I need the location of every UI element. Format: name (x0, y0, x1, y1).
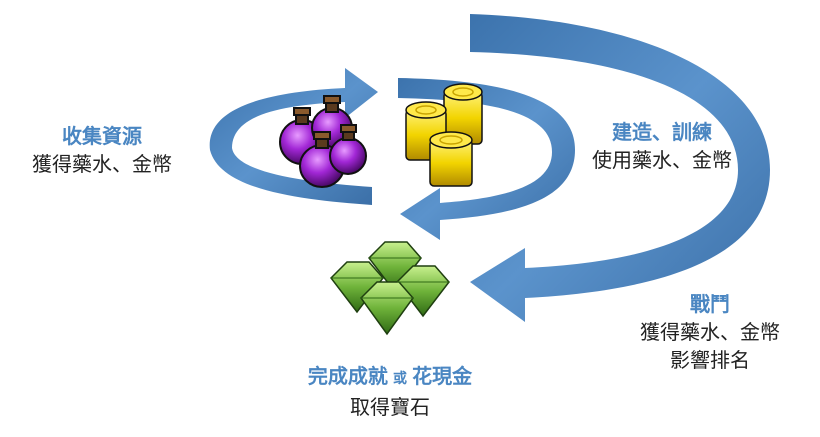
battle-desc-2: 影響排名 (670, 348, 750, 372)
collect-label: 收集資源 獲得藥水、金幣 (12, 122, 192, 178)
build-loop-arrow (398, 78, 575, 240)
green-gems-icon (325, 240, 455, 340)
battle-desc-1: 獲得藥水、金幣 (640, 320, 780, 344)
collect-desc: 獲得藥水、金幣 (32, 152, 172, 176)
achieve-title-a: 完成成就 (307, 364, 388, 388)
build-desc: 使用藥水、金幣 (592, 148, 732, 172)
gold-coins-icon (400, 82, 490, 192)
build-label: 建造、訓練 使用藥水、金幣 (572, 118, 752, 174)
battle-title: 戰鬥 (690, 292, 730, 316)
collect-title: 收集資源 (62, 124, 142, 148)
achieve-title-b: 花現金 (412, 364, 473, 388)
achieve-desc: 取得寶石 (350, 395, 430, 419)
build-title: 建造、訓練 (612, 120, 712, 144)
achieve-title-row: 完成成就 或 花現金 (270, 362, 510, 393)
battle-label: 戰鬥 獲得藥水、金幣 影響排名 (620, 290, 800, 374)
battle-loop-arrow (470, 14, 770, 322)
potion-bottles-icon (270, 80, 370, 190)
achieve-connector: 或 (393, 371, 407, 387)
achieve-label: 完成成就 或 花現金 取得寶石 (270, 362, 510, 421)
